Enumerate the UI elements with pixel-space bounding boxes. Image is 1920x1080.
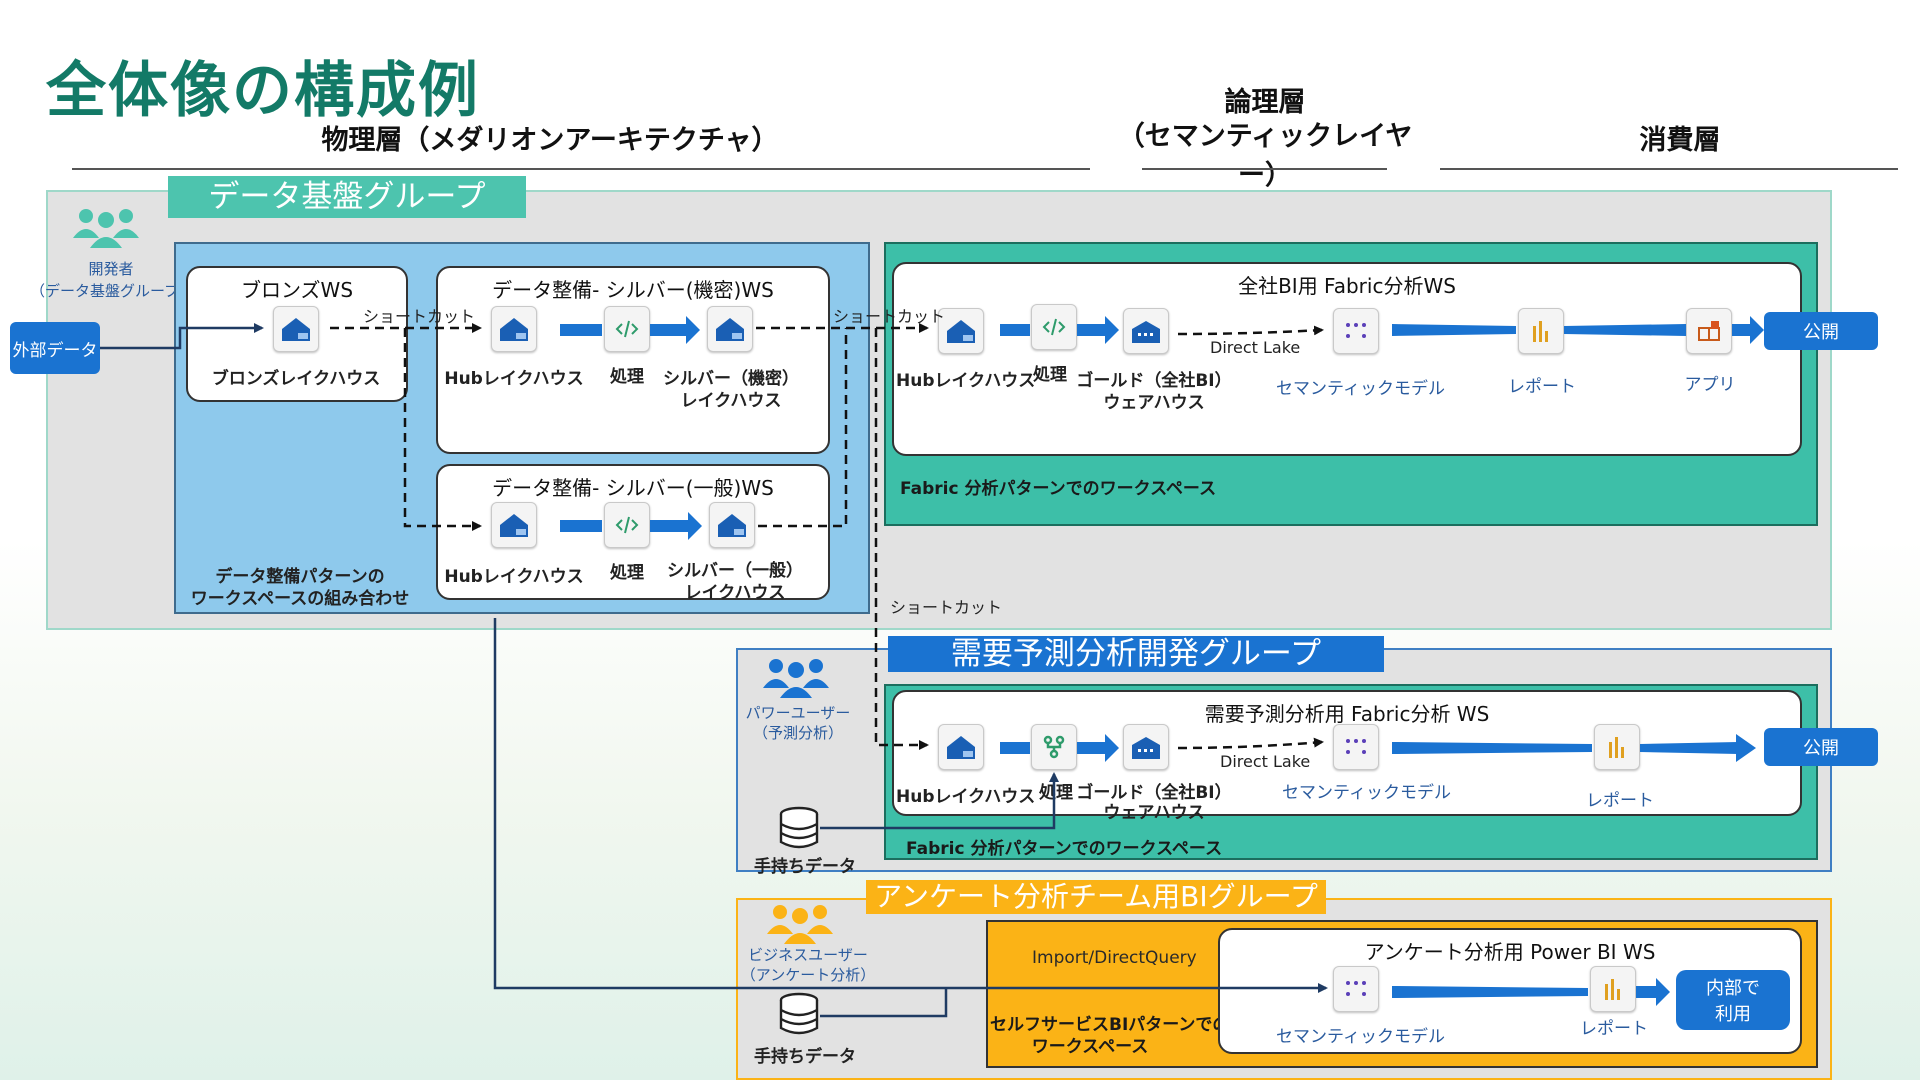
report-icon[interactable] xyxy=(1594,724,1640,770)
data-platform-group-title: データ基盤グループ xyxy=(168,176,526,218)
lakehouse-icon[interactable] xyxy=(273,306,319,352)
combination-label-2: ワークスペースの組み合わせ xyxy=(190,589,410,609)
business-user-role-label: ビジネスユーザー xyxy=(748,946,868,964)
developer-role-label: 開発者 xyxy=(88,260,134,278)
semantic-model-label: セマンティックモデル xyxy=(1282,783,1451,803)
hub-lakehouse-label: Hubレイクハウス xyxy=(444,369,584,389)
survey-ws-title: アンケート分析用 Power BI WS xyxy=(1364,940,1656,964)
power-user-people-icon xyxy=(760,654,832,700)
shortcut-label: ショートカット xyxy=(890,598,1003,617)
notebook-code-icon[interactable] xyxy=(604,306,650,352)
database-icon xyxy=(778,806,820,850)
database-icon xyxy=(778,992,820,1036)
notebook-code-icon[interactable] xyxy=(604,502,650,548)
demand-group-title: 需要予測分析開発グループ xyxy=(888,636,1384,672)
consumption-layer-rule xyxy=(1440,168,1898,170)
business-user-people-icon xyxy=(764,900,836,946)
silver-secret-ws[interactable]: データ整備- シルバー(機密)WS xyxy=(436,266,830,454)
power-user-role-sub: （予測分析） xyxy=(752,724,843,742)
semantic-model-icon[interactable] xyxy=(1333,966,1379,1012)
gold-warehouse-label-2: ウェアハウス xyxy=(1103,393,1205,413)
process-label: 処理 xyxy=(610,563,644,583)
power-user-role-label: パワーユーザー xyxy=(745,704,851,722)
company-bi-ws[interactable]: 全社BI用 Fabric分析WS xyxy=(892,262,1802,456)
silver-general-label-2: レイクハウス xyxy=(684,583,786,603)
report-icon[interactable] xyxy=(1590,966,1636,1012)
page-title: 全体像の構成例 xyxy=(46,56,480,126)
silver-general-label-1: シルバー（一般） xyxy=(667,561,803,581)
report-icon[interactable] xyxy=(1518,308,1564,354)
direct-lake-label: Direct Lake xyxy=(1210,338,1301,357)
import-directquery-label: Import/DirectQuery xyxy=(1032,948,1197,968)
demand-pattern-label: Fabric 分析パターンでのワークスペース xyxy=(906,839,1223,859)
developer-role-sub: （データ基盤グループ） xyxy=(30,282,195,300)
app-icon[interactable] xyxy=(1686,308,1732,354)
hub-lakehouse-label: Hubレイクハウス xyxy=(444,567,584,587)
consumption-layer-header: 消費層 xyxy=(1639,125,1721,156)
logical-layer-header-1: 論理層 xyxy=(1224,87,1306,118)
self-service-pattern-label-2: ワークスペース xyxy=(1031,1037,1149,1057)
shortcut-label: ショートカット xyxy=(363,307,476,326)
gold-warehouse-label-1: ゴールド（全社BI） xyxy=(1076,371,1232,391)
lakehouse-icon[interactable] xyxy=(938,724,984,770)
pipeline-icon[interactable] xyxy=(1031,724,1077,770)
company-publish-button[interactable]: 公開 xyxy=(1764,312,1878,350)
survey-group-title: アンケート分析チーム用BIグループ xyxy=(866,880,1326,914)
semantic-model-icon[interactable] xyxy=(1333,308,1379,354)
semantic-model-icon[interactable] xyxy=(1333,724,1379,770)
physical-layer-header: 物理層（メダリオンアーキテクチャ） xyxy=(321,125,779,156)
hub-lakehouse-label: Hubレイクハウス xyxy=(896,787,1036,807)
gold-warehouse-label-2: ウェアハウス xyxy=(1103,803,1205,823)
internal-use-button[interactable]: 内部で 利用 xyxy=(1676,970,1790,1030)
lakehouse-icon[interactable] xyxy=(707,306,753,352)
company-bi-ws-title: 全社BI用 Fabric分析WS xyxy=(1238,274,1456,298)
silver-secret-label-2: レイクハウス xyxy=(680,391,782,411)
lakehouse-icon[interactable] xyxy=(491,306,537,352)
lakehouse-icon[interactable] xyxy=(709,502,755,548)
semantic-model-label: セマンティックモデル xyxy=(1276,379,1445,399)
internal-use-label-1: 内部で xyxy=(1706,978,1760,999)
app-label: アプリ xyxy=(1684,375,1736,395)
report-label: レポート xyxy=(1580,1019,1648,1039)
hub-lakehouse-label: Hubレイクハウス xyxy=(896,371,1036,391)
semantic-model-label: セマンティックモデル xyxy=(1276,1027,1445,1047)
internal-use-label-2: 利用 xyxy=(1715,1004,1751,1025)
bronze-ws-title: ブロンズWS xyxy=(240,278,354,302)
bronze-lakehouse-label: ブロンズレイクハウス xyxy=(211,369,381,389)
developer-people-icon xyxy=(70,204,142,250)
physical-layer-rule xyxy=(72,168,1090,170)
demand-ws-title: 需要予測分析用 Fabric分析 WS xyxy=(1204,702,1490,726)
external-data-node[interactable]: 外部データ xyxy=(10,322,100,374)
warehouse-icon[interactable] xyxy=(1123,308,1169,354)
direct-lake-label: Direct Lake xyxy=(1220,752,1311,771)
process-label: 処理 xyxy=(1033,365,1067,385)
silver-secret-ws-title: データ整備- シルバー(機密)WS xyxy=(492,278,774,302)
business-user-role-sub: （アンケート分析） xyxy=(740,966,876,984)
local-data-label: 手持ちデータ xyxy=(754,1047,856,1067)
combination-label-1: データ整備パターンの xyxy=(215,567,385,587)
report-label: レポート xyxy=(1586,791,1654,811)
self-service-pattern-label-1: セルフサービスBIパターンでの xyxy=(990,1015,1230,1035)
logical-layer-rule xyxy=(1142,168,1387,170)
warehouse-icon[interactable] xyxy=(1123,724,1169,770)
notebook-code-icon[interactable] xyxy=(1031,304,1077,350)
lakehouse-icon[interactable] xyxy=(938,308,984,354)
shortcut-label: ショートカット xyxy=(833,307,946,326)
process-label: 処理 xyxy=(610,367,644,387)
silver-general-ws-title: データ整備- シルバー(一般)WS xyxy=(492,476,774,500)
local-data-label: 手持ちデータ xyxy=(754,857,856,877)
company-pattern-label: Fabric 分析パターンでのワークスペース xyxy=(900,479,1217,499)
demand-publish-button[interactable]: 公開 xyxy=(1764,728,1878,766)
report-label: レポート xyxy=(1508,377,1576,397)
logical-layer-header-2: （セマンティックレイヤー） xyxy=(1117,121,1413,191)
lakehouse-icon[interactable] xyxy=(491,502,537,548)
